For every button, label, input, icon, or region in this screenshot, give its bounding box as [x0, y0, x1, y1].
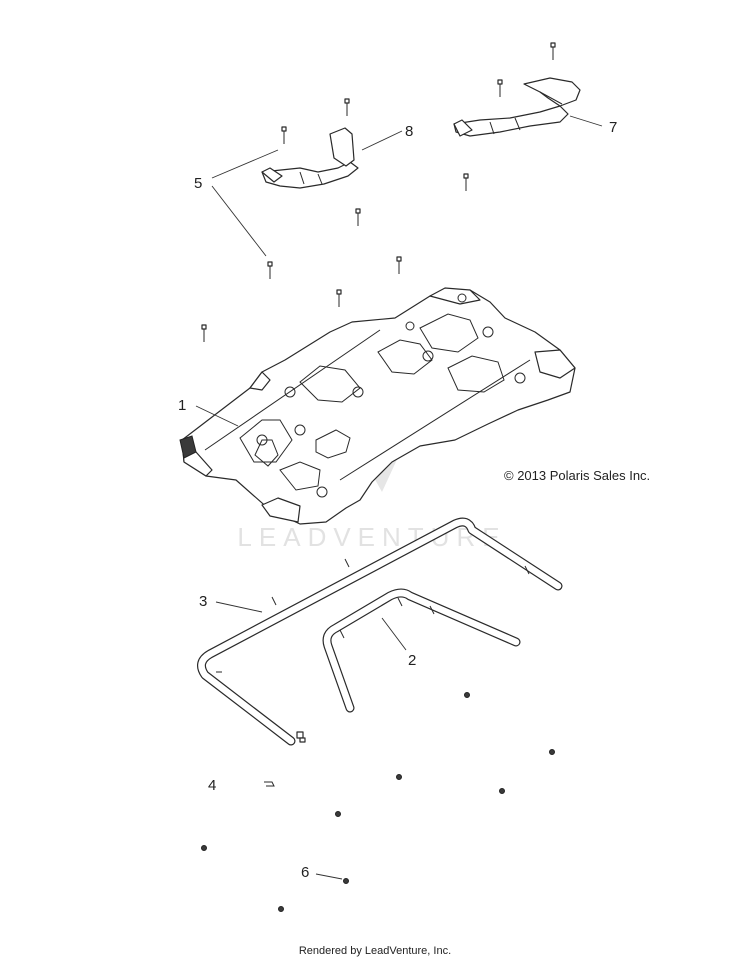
nut [549, 749, 555, 755]
bolt [497, 79, 503, 97]
nut [343, 878, 349, 884]
nut [335, 811, 341, 817]
callout-6: 6 [301, 864, 309, 881]
nut [201, 845, 207, 851]
bolt [267, 261, 273, 279]
bolt [550, 42, 556, 60]
nut [499, 788, 505, 794]
nut [278, 906, 284, 912]
nuts-part-6 [201, 692, 555, 912]
nut [464, 692, 470, 698]
callout-7: 7 [609, 119, 617, 136]
callout-2: 2 [408, 652, 416, 669]
callout-1: 1 [178, 397, 186, 414]
bolt [344, 98, 350, 116]
leader-lines [195, 115, 603, 880]
bolt [201, 324, 207, 342]
callout-3: 3 [199, 593, 207, 610]
callout-4: 4 [208, 777, 216, 794]
bolt [281, 126, 287, 144]
callout-labels: 1 2 3 4 5 6 7 8 [178, 119, 617, 881]
tube-part-3 [197, 517, 563, 746]
callout-5: 5 [194, 175, 202, 192]
bolt [396, 256, 402, 274]
tube-part-2 [322, 588, 521, 713]
callout-8: 8 [405, 123, 413, 140]
bolt [336, 289, 342, 307]
rendered-by-footer: Rendered by LeadVenture, Inc. [299, 945, 451, 957]
nut [396, 774, 402, 780]
bolt [463, 173, 469, 191]
bracket-part-8 [261, 127, 359, 189]
bolts-part-5 [201, 42, 556, 342]
clip-part-4 [264, 731, 306, 787]
copyright-notice: © 2013 Polaris Sales Inc. [504, 468, 650, 483]
bolt [355, 208, 361, 226]
rack-frame-part-1 [179, 287, 576, 525]
bracket-part-7 [453, 77, 581, 137]
